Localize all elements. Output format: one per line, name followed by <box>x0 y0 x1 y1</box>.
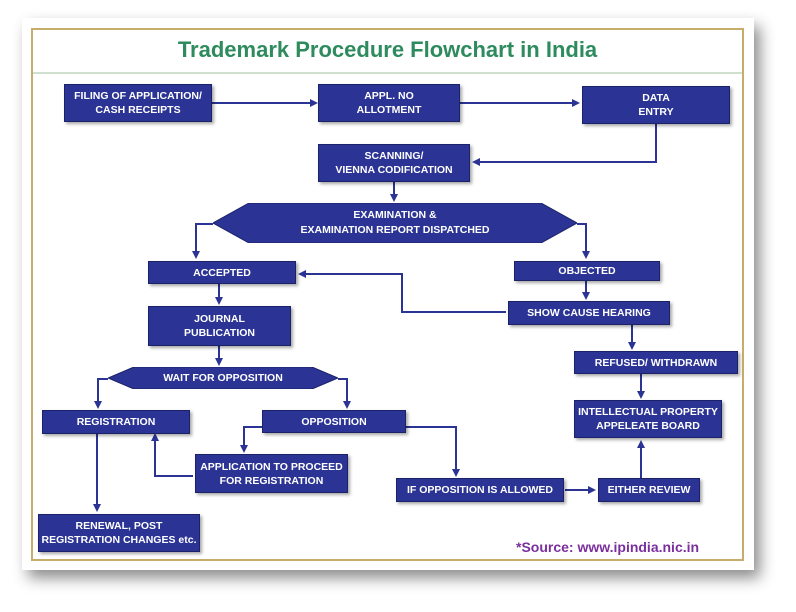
node-opposition: OPPOSITION <box>262 410 406 433</box>
arrow-wait-to-registration <box>94 378 108 409</box>
arrow-dataentry-to-scanning <box>472 124 657 166</box>
source-credit: *Source: www.ipindia.nic.in <box>516 539 700 555</box>
node-filing: FILING OF APPLICATION/ CASH RECEIPTS <box>64 84 212 122</box>
node-wait-for-opposition: WAIT FOR OPPOSITION <box>108 367 338 389</box>
node-appl-no-allotment: APPL. NO ALLOTMENT <box>318 84 460 122</box>
node-renewal: RENEWAL, POST REGISTRATION CHANGES etc. <box>38 514 200 552</box>
arrow-wait-to-opposition <box>338 378 351 409</box>
arrow-exam-to-accepted <box>192 223 213 259</box>
arrow-proceed-to-registration <box>151 433 193 477</box>
node-refused-withdrawn: REFUSED/ WITHDRAWN <box>574 351 738 374</box>
node-registration: REGISTRATION <box>42 410 190 434</box>
arrow-opposition-to-proceed <box>240 426 262 453</box>
node-examination: EXAMINATION & EXAMINATION REPORT DISPATC… <box>213 203 577 243</box>
node-scanning: SCANNING/ VIENNA CODIFICATION <box>318 144 470 182</box>
node-application-to-proceed: APPLICATION TO PROCEED FOR REGISTRATION <box>195 454 348 493</box>
node-either-review: EITHER REVIEW <box>598 478 700 502</box>
node-show-cause-hearing: SHOW CAUSE HEARING <box>508 301 670 325</box>
node-accepted: ACCEPTED <box>148 261 296 284</box>
node-objected: OBJECTED <box>514 261 660 281</box>
title-divider <box>33 72 742 74</box>
flowchart-frame <box>31 28 744 561</box>
node-journal-publication: JOURNAL PUBLICATION <box>148 306 291 346</box>
arrow-opposition-to-allowed <box>406 426 460 477</box>
node-ip-appellate-board: INTELLECTUAL PROPERTY APPELEATE BOARD <box>574 400 722 438</box>
arrow-exam-to-objected <box>577 223 590 259</box>
arrow-showcause-to-accepted <box>298 270 506 313</box>
node-data-entry: DATA ENTRY <box>582 86 730 124</box>
flowchart-title: Trademark Procedure Flowchart in India <box>177 37 598 62</box>
node-if-opposition-allowed: IF OPPOSITION IS ALLOWED <box>396 478 564 502</box>
